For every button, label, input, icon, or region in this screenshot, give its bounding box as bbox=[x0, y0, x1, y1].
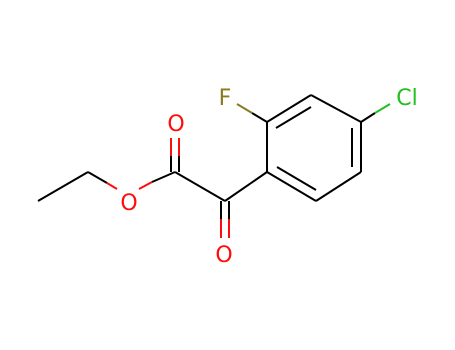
bond-ring-f-colored bbox=[236, 103, 253, 114]
bond-ring-c6-c1 bbox=[266, 171, 317, 202]
bond-ring-f-black bbox=[251, 112, 268, 123]
bond-ring-inner-c2-c3 bbox=[275, 106, 312, 129]
atom-label-cl: Cl bbox=[396, 86, 417, 111]
bond-ring-inner-c6-c1 bbox=[276, 166, 317, 191]
bond-ring-c2-c3 bbox=[266, 94, 312, 123]
bond-ring-cl-colored bbox=[374, 103, 391, 114]
bond-ethyl-ch3-ch2 bbox=[37, 171, 89, 202]
atom-label-o-carbonyl-ester: O bbox=[167, 112, 184, 137]
atom-label-f: F bbox=[219, 86, 232, 111]
bond-ethyl-ch2-o-red bbox=[106, 182, 118, 190]
bond-ring-c3-c4 bbox=[310, 94, 362, 123]
bond-ethyl-ch2-o bbox=[87, 171, 108, 184]
bond-ester-c-ketone-c bbox=[174, 171, 226, 202]
atom-label-o-ether: O bbox=[120, 191, 137, 216]
atom-label-o-ketone: O bbox=[215, 243, 232, 268]
bond-ring-c5-c6 bbox=[315, 171, 362, 202]
bond-ring-cl-black bbox=[360, 112, 376, 123]
bond-o-ester-carbon-red bbox=[138, 181, 153, 190]
bond-ketone-c-ring bbox=[224, 171, 268, 202]
bond-o-ester-carbon bbox=[151, 171, 176, 183]
